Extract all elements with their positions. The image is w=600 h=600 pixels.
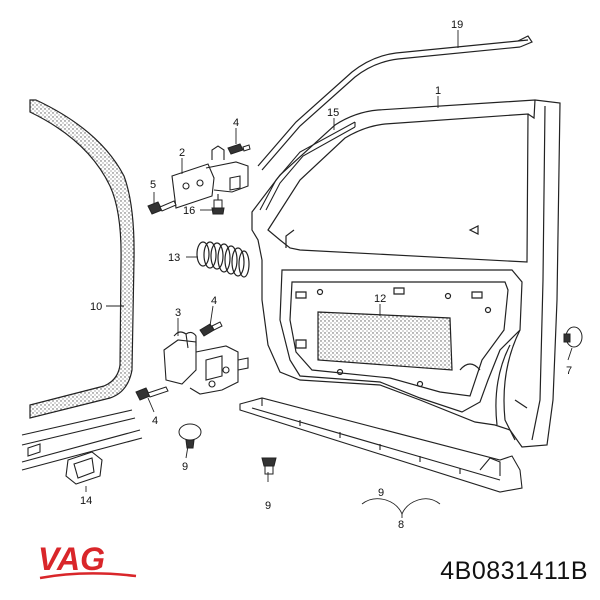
door-shell-1 xyxy=(251,99,561,448)
callout-12: 12 xyxy=(374,293,386,305)
callout-1: 1 xyxy=(435,85,441,97)
callout-3: 3 xyxy=(175,307,181,319)
callout-5: 5 xyxy=(150,179,156,191)
window-frame-seal-19 xyxy=(257,35,533,171)
svg-text:VAG: VAG xyxy=(38,541,105,577)
bolt-5 xyxy=(147,200,177,215)
screw-4-upper xyxy=(227,143,251,155)
callout-2: 2 xyxy=(179,147,185,159)
check-strap-spring-13 xyxy=(196,241,250,278)
callout-16: 16 xyxy=(183,205,195,217)
clip-14 xyxy=(65,451,103,485)
callout-4-middle: 4 xyxy=(211,295,217,307)
clip-9-left xyxy=(178,423,202,449)
callout-9-middle: 9 xyxy=(265,500,271,512)
callout-9-left: 9 xyxy=(182,461,188,473)
damping-pad-12 xyxy=(317,311,453,371)
part-number: 4B0831411B xyxy=(440,557,588,585)
window-channel-strip-15 xyxy=(259,121,356,211)
callout-4-lower: 4 xyxy=(152,415,158,427)
callout-15: 15 xyxy=(327,107,339,119)
clip-7 xyxy=(563,326,583,348)
callout-7: 7 xyxy=(566,365,572,377)
bolt-9-middle xyxy=(261,457,277,475)
screw-4-middle xyxy=(199,321,223,337)
callout-9-right: 9 xyxy=(378,487,384,499)
lower-hinge-3 xyxy=(163,331,249,395)
callout-4-upper: 4 xyxy=(233,117,239,129)
callout-19: 19 xyxy=(451,19,463,31)
bolt-4-lower xyxy=(135,386,169,401)
leader-lines xyxy=(85,30,573,518)
sill-strip-8 xyxy=(239,397,523,493)
bolt-16 xyxy=(211,199,225,215)
door-seal-10 xyxy=(29,99,135,419)
vag-logo: VAG xyxy=(38,541,137,580)
callout-8: 8 xyxy=(398,519,404,531)
callout-10: 10 xyxy=(90,301,102,313)
callout-14: 14 xyxy=(80,495,92,507)
callout-13: 13 xyxy=(168,252,180,264)
sill-trim xyxy=(21,409,143,471)
